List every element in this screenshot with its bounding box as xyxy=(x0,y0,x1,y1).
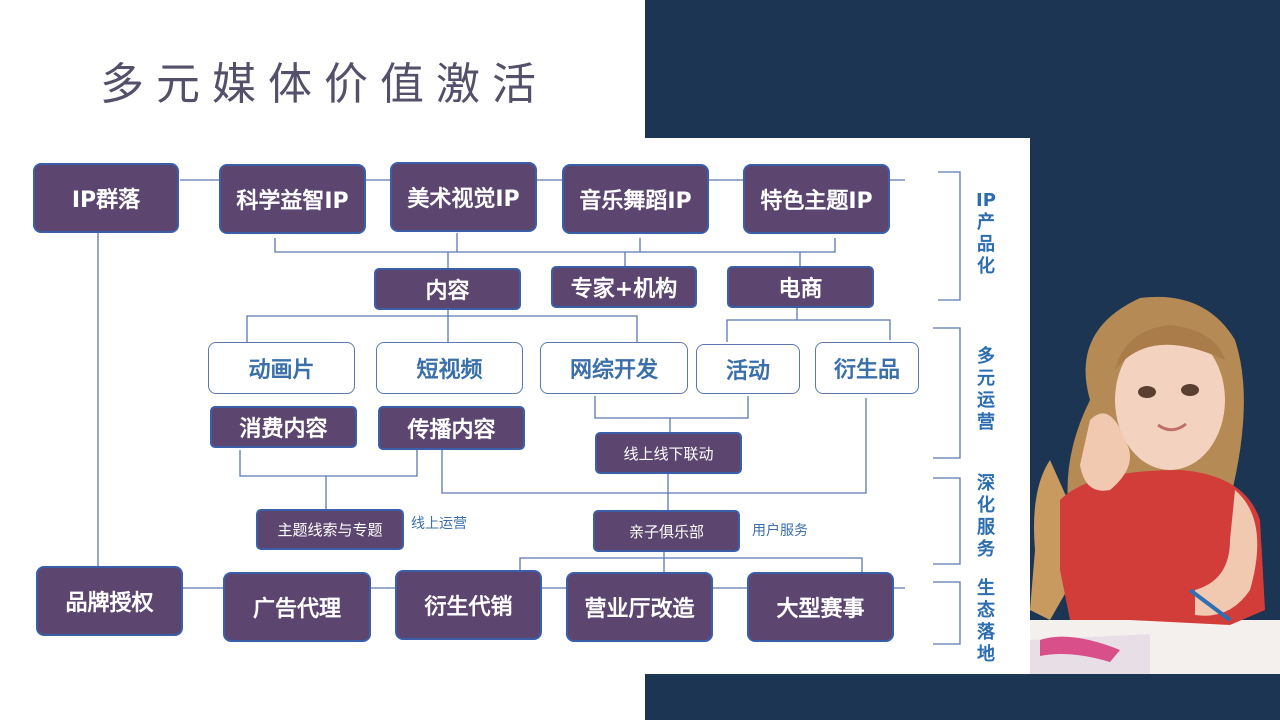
events-box: 活动 xyxy=(696,344,800,394)
derivatives-box: 衍生品 xyxy=(815,342,919,394)
expert-institution-box: 专家+机构 xyxy=(551,266,697,308)
hall-renovation-box: 营业厅改造 xyxy=(566,572,713,642)
spread-content-box: 传播内容 xyxy=(378,406,525,450)
theme-topics-box: 主题线索与专题 xyxy=(256,509,404,550)
ecommerce-box: 电商 xyxy=(727,266,874,308)
content-box: 内容 xyxy=(374,268,521,310)
navy-background-bottom xyxy=(645,674,1280,720)
art-ip-box: 美术视觉IP xyxy=(390,162,537,232)
online-offline-box: 线上线下联动 xyxy=(595,432,742,474)
science-ip-box: 科学益智IP xyxy=(219,164,366,234)
user-service-note: 用户服务 xyxy=(752,523,808,539)
brand-license-box: 品牌授权 xyxy=(36,566,183,636)
variety-show-box: 网综开发 xyxy=(540,342,688,394)
animation-box: 动画片 xyxy=(208,342,355,394)
ad-agency-box: 广告代理 xyxy=(223,572,371,642)
theme-ip-box: 特色主题IP xyxy=(743,164,890,234)
derivative-sales-box: 衍生代销 xyxy=(395,570,542,640)
navy-background-top xyxy=(645,0,1280,138)
consumer-content-box: 消费内容 xyxy=(210,406,357,448)
short-video-box: 短视频 xyxy=(376,342,523,394)
girl-photo xyxy=(1030,296,1280,674)
category-ip-productization: IP产品化 xyxy=(976,190,996,277)
category-deep-service: 深化服务 xyxy=(977,473,995,560)
parent-child-club-box: 亲子俱乐部 xyxy=(593,510,740,552)
online-ops-note: 线上运营 xyxy=(411,516,467,532)
music-ip-box: 音乐舞蹈IP xyxy=(562,164,709,234)
category-multi-operation: 多元运营 xyxy=(977,346,995,433)
major-events-box: 大型赛事 xyxy=(747,572,894,642)
category-ecosystem-landing: 生态落地 xyxy=(977,578,995,665)
page-title: 多元媒体价值激活 xyxy=(100,59,548,110)
ip-cluster-box: IP群落 xyxy=(33,163,179,233)
